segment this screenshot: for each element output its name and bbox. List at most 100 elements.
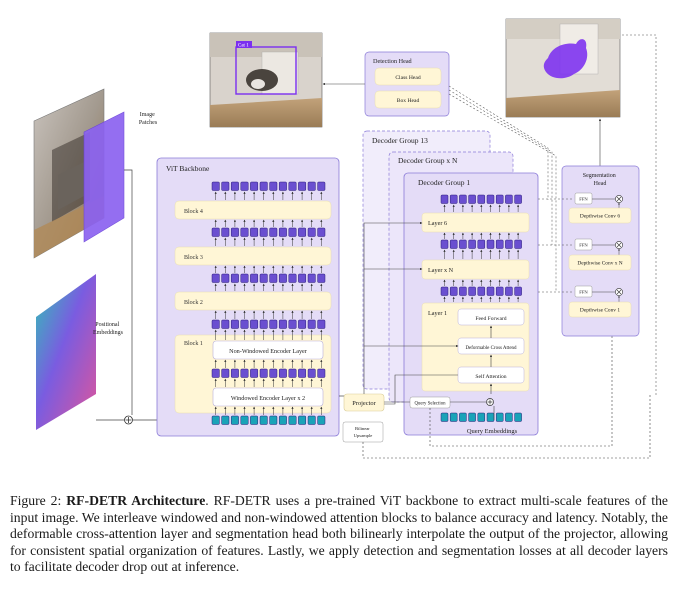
token (495, 286, 504, 296)
token (278, 319, 287, 329)
token (288, 227, 297, 237)
token (449, 239, 458, 249)
ffn-label: FFN (579, 197, 588, 202)
box-head-box (374, 90, 442, 109)
bilinear-upsample-label: Bilinear Upsample (354, 426, 373, 438)
token (449, 286, 458, 296)
non-windowed-label: Non-Windowed Encoder Layer (229, 348, 307, 355)
token (278, 415, 287, 425)
positional-embeddings (36, 274, 96, 430)
caption-title: RF-DETR Architecture (66, 493, 206, 508)
token (440, 239, 449, 249)
token (440, 412, 449, 422)
token (269, 227, 278, 237)
token (298, 181, 307, 191)
token (495, 412, 504, 422)
token (240, 227, 249, 237)
token (514, 194, 522, 204)
token (477, 239, 486, 249)
token (514, 239, 522, 249)
segmentation-mask (543, 39, 588, 79)
feed-forward-block (457, 308, 525, 326)
token (298, 368, 307, 378)
token (317, 273, 326, 283)
token (505, 194, 513, 204)
head-dashed-connectors (448, 34, 657, 395)
token (230, 181, 239, 191)
token (250, 319, 259, 329)
image-patches (83, 111, 125, 243)
decoder-group-13-title: Decoder Group 13 (372, 136, 428, 145)
token (288, 181, 297, 191)
token (288, 273, 297, 283)
token (211, 227, 220, 237)
add-icon (124, 415, 133, 425)
token (240, 181, 249, 191)
block-panel (174, 200, 332, 220)
token (298, 415, 307, 425)
token (440, 286, 449, 296)
non-windowed-layer (212, 340, 324, 360)
positional-embeddings-label: Positional Embeddings (93, 322, 124, 336)
query-selection-label: Query Selection (414, 402, 446, 407)
token (288, 368, 297, 378)
token (278, 181, 287, 191)
token (486, 286, 495, 296)
ffn-box (574, 285, 593, 298)
layer-1-label: Layer 1 (428, 310, 447, 317)
block-label: Block 4 (184, 209, 203, 215)
block-label: Block 2 (184, 300, 203, 306)
token (230, 273, 239, 283)
multiply-icon-glyph (616, 242, 622, 248)
token (230, 368, 239, 378)
token (221, 273, 230, 283)
bilinear-upsample-box (342, 421, 384, 443)
token (211, 273, 220, 283)
token (221, 227, 230, 237)
token (288, 319, 297, 329)
token (240, 273, 249, 283)
token (459, 412, 467, 422)
token (307, 227, 316, 237)
layer-6-label: Layer 6 (428, 220, 447, 227)
token (230, 227, 239, 237)
token (440, 194, 449, 204)
token (307, 415, 316, 425)
token (307, 319, 316, 329)
caption-body: . RF-DETR uses a pre-trained ViT backbon… (10, 493, 668, 575)
detection-output-image: Cat 1 (209, 32, 323, 128)
token (505, 412, 513, 422)
token (495, 194, 504, 204)
token (259, 415, 268, 425)
token (307, 368, 316, 378)
token (505, 286, 513, 296)
token (240, 368, 249, 378)
depthwise-conv-label: Depthwise Conv x N (577, 260, 622, 266)
token (259, 227, 268, 237)
token (459, 286, 467, 296)
token (278, 368, 287, 378)
token (211, 319, 220, 329)
token (468, 239, 476, 249)
token (269, 368, 278, 378)
token (250, 368, 259, 378)
decoder-group-1-title: Decoder Group 1 (418, 178, 470, 187)
ffn-box (574, 238, 593, 251)
token (259, 368, 268, 378)
token (486, 412, 495, 422)
token (288, 415, 297, 425)
token (250, 181, 259, 191)
class-head-label: Class Head (395, 75, 421, 81)
projector-label: Projector (352, 400, 376, 407)
token (269, 415, 278, 425)
token (514, 286, 522, 296)
token (459, 239, 467, 249)
token (250, 273, 259, 283)
block-label: Block 1 (184, 341, 203, 347)
token (449, 412, 458, 422)
token (317, 181, 326, 191)
token (307, 181, 316, 191)
token (477, 412, 486, 422)
token (298, 273, 307, 283)
token (495, 239, 504, 249)
